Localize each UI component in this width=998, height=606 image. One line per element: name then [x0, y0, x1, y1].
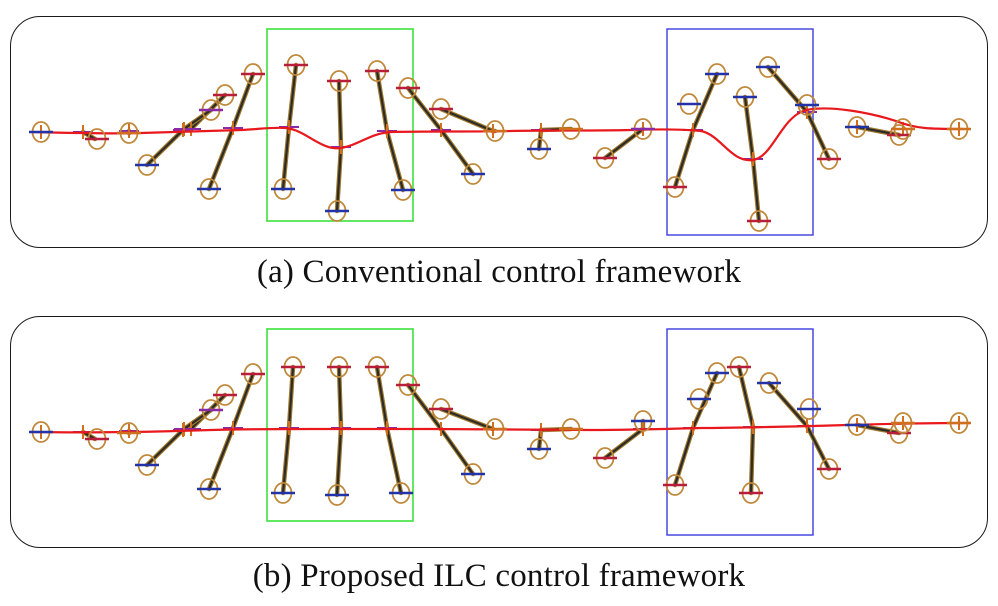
leg-segment	[207, 126, 235, 191]
leg-segment	[805, 424, 831, 471]
leg-segment	[231, 72, 255, 130]
feet-group	[29, 54, 971, 232]
leg-segment	[749, 425, 755, 495]
highlight-box-blue	[666, 28, 814, 236]
leg-segment	[145, 428, 185, 467]
leg-segment	[603, 127, 645, 160]
feet-group	[29, 356, 971, 506]
gait-diagram-proposed	[29, 328, 971, 536]
trajectory-curve	[31, 107, 965, 162]
leg-segment	[385, 426, 403, 495]
leg-segment	[439, 128, 475, 176]
panel-proposed	[10, 316, 988, 548]
caption-proposed: (b) Proposed ILC control framework	[252, 558, 746, 594]
leg-segment	[855, 125, 901, 137]
panel-conventional	[10, 16, 988, 248]
legs-group	[31, 62, 969, 224]
leg-segment	[337, 79, 343, 149]
leg-segment	[145, 128, 185, 167]
leg-segment	[231, 372, 255, 430]
highlight-box-green	[266, 328, 414, 522]
leg-segment	[805, 110, 831, 161]
caption-conventional: (a) Conventional control framework	[256, 254, 742, 290]
trajectory-curve	[31, 421, 971, 434]
leg-segment	[207, 426, 235, 491]
leg-segment	[182, 108, 213, 131]
leg-segment	[182, 408, 213, 431]
leg-segment	[855, 423, 901, 435]
leg-segment	[603, 427, 645, 460]
highlight-box-blue	[666, 328, 814, 536]
gait-diagram-conventional	[29, 28, 971, 236]
leg-segment	[439, 427, 475, 476]
leg-segment	[335, 426, 343, 497]
